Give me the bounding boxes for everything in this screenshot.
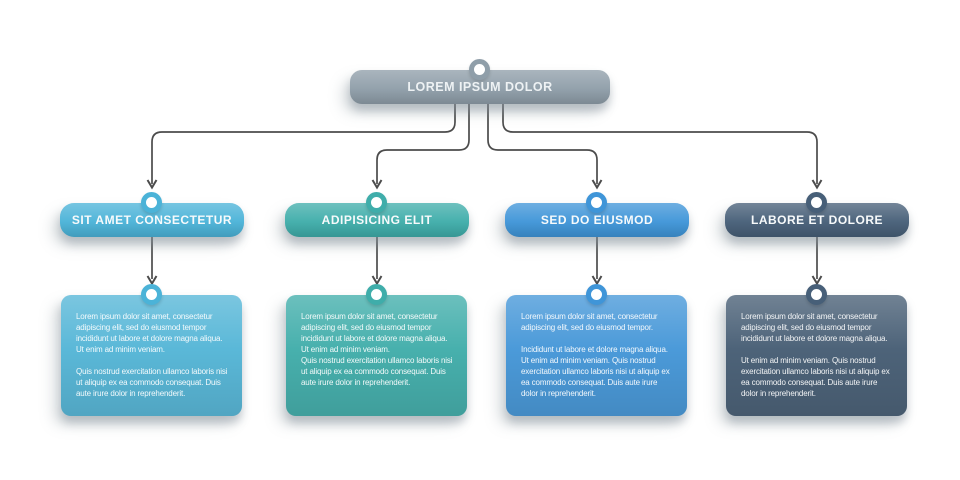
card-4-paragraph-1: Lorem ipsum dolor sit amet, consectetur … [741,312,888,343]
card-3-pin [586,284,607,305]
card-2-pin [366,284,387,305]
connector-root-to-branch-1 [151,103,456,184]
card-3: Lorem ipsum dolor sit amet, consectetur … [506,295,687,416]
branch-node-4-label: LABORE ET DOLORE [750,213,883,227]
connector-root-to-branch-3 [487,103,598,184]
card-1-pin [141,284,162,305]
card-4-paragraph-2: Ut enim ad minim veniam. Quis nostrud ex… [741,356,890,398]
card-3-paragraph-2: Incididunt ut labore et dolore magna ali… [521,345,670,398]
card-2: Lorem ipsum dolor sit amet, consectetur … [286,295,467,416]
arrowhead-branch-2-icon [371,179,383,190]
root-node-pin [469,59,490,80]
card-1-paragraph-1: Lorem ipsum dolor sit amet, consectetur … [76,312,223,354]
arrowhead-branch-1-icon [146,179,158,190]
branch-node-1-label: SIT AMET CONSECTETUR [71,213,233,227]
branch-2-pin [366,192,387,213]
card-4-pin [806,284,827,305]
arrowhead-card-4-icon [811,275,823,286]
root-node-label: LOREM IPSUM DOLOR [407,80,553,94]
arrowhead-branch-3-icon [591,179,603,190]
arrowhead-card-3-icon [591,275,603,286]
connector-root-to-branch-2 [376,103,470,184]
branch-node-3-label: SED DO EIUSMOD [540,213,654,227]
connector-root-to-branch-4 [502,103,818,184]
arrowhead-card-2-icon [371,275,383,286]
card-2-paragraph-1: Lorem ipsum dolor sit amet, consectetur … [301,312,448,354]
branch-1-pin [141,192,162,213]
branch-4-pin [806,192,827,213]
card-1-paragraph-2: Quis nostrud exercitation ullamco labori… [76,367,228,398]
branch-node-2-label: ADIPISICING ELIT [321,213,433,227]
branch-3-pin [586,192,607,213]
card-1: Lorem ipsum dolor sit amet, consectetur … [61,295,242,416]
arrowhead-branch-4-icon [811,179,823,190]
card-4: Lorem ipsum dolor sit amet, consectetur … [726,295,907,416]
card-2-paragraph-2: Quis nostrud exercitation ullamco labori… [301,356,453,387]
arrowhead-card-1-icon [146,275,158,286]
card-3-paragraph-1: Lorem ipsum dolor sit amet, consectetur … [521,312,658,332]
